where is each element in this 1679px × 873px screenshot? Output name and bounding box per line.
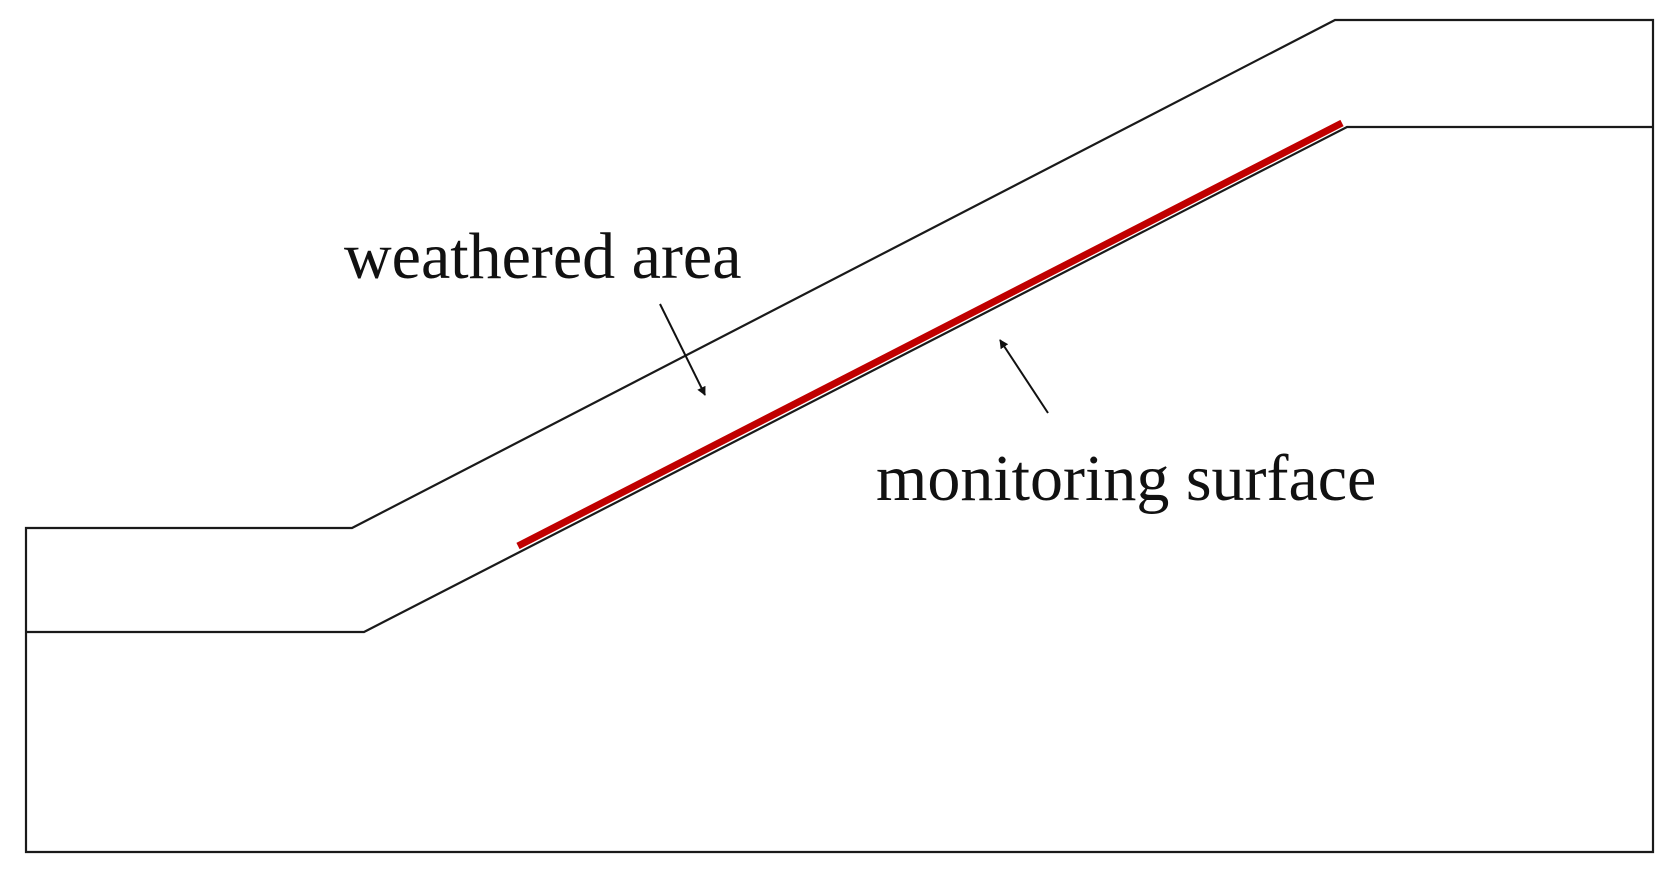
slope-outline	[24, 18, 1655, 854]
monitoring-surface-label: monitoring surface	[876, 442, 1376, 515]
weathered-area-label: weathered area	[344, 220, 742, 293]
monitoring-surface-arrow	[999, 339, 1049, 414]
weathered-layer-boundary	[26, 125, 1653, 634]
monitoring-surface-line	[516, 119, 1344, 550]
weathered-area-arrow	[659, 303, 706, 396]
